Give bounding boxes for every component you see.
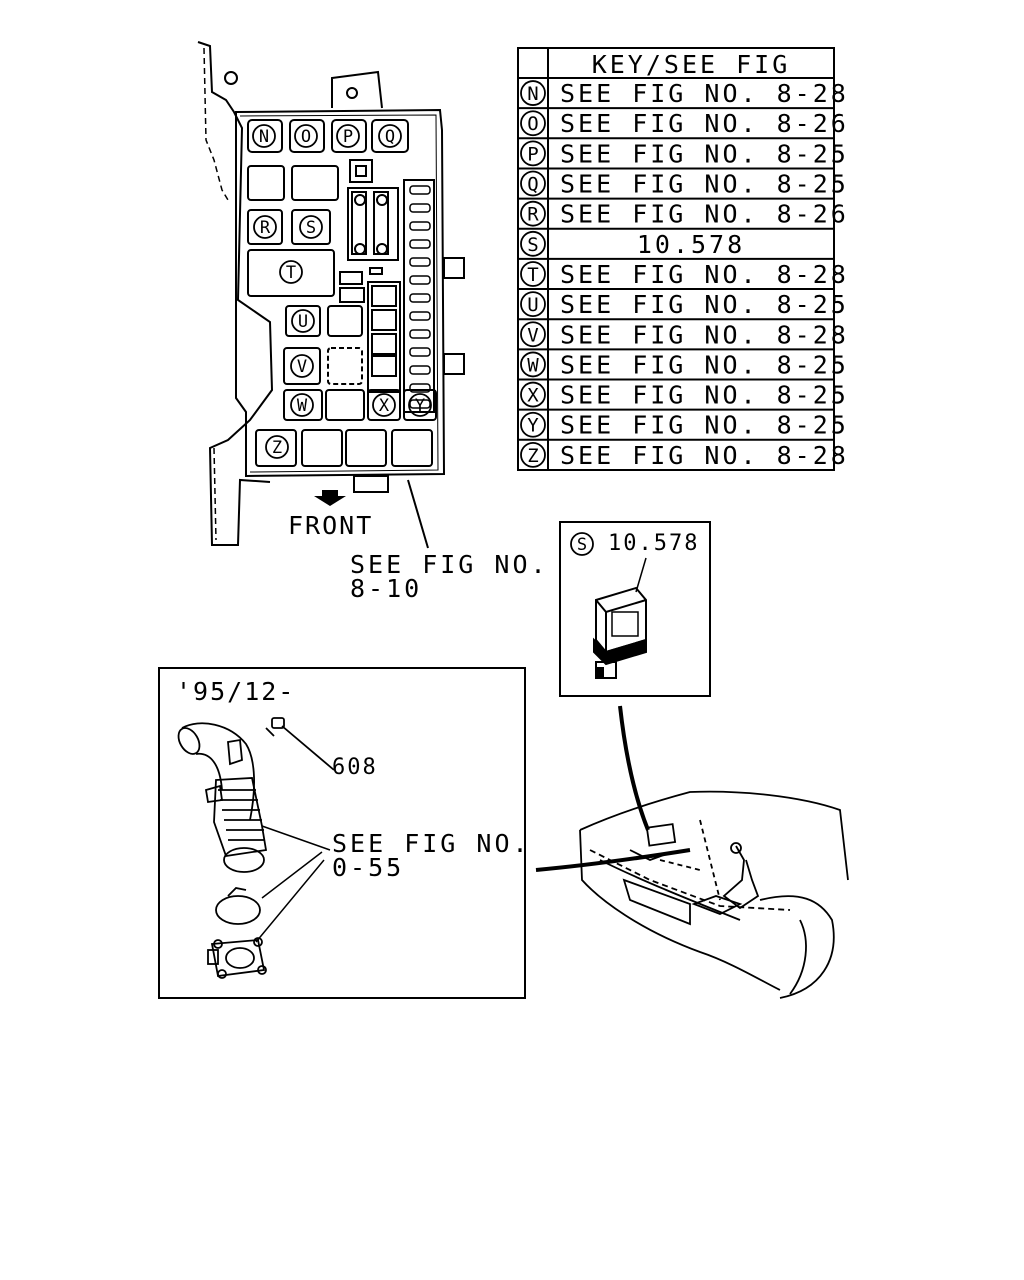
relay-detail: S 10.578 [559, 521, 711, 697]
relay-detail-part-number: 10.578 [608, 531, 699, 556]
key-table-key: V [527, 324, 538, 346]
key-table-key: Y [527, 415, 539, 437]
key-table-ref: SEE FIG NO. 8-25 [560, 411, 849, 440]
key-table-ref: SEE FIG NO. 8-28 [560, 441, 849, 470]
key-n: N [259, 127, 269, 147]
key-table-key-circle [520, 110, 546, 137]
key-table-key: R [527, 204, 539, 226]
relay-detail-key: S [577, 535, 587, 555]
relay-icon [593, 586, 647, 679]
see-fig-0-55-line2: 0-55 [332, 853, 404, 882]
intake-date-range: '95/12- [176, 677, 295, 706]
key-table-header: KEY/SEE FIG [592, 50, 791, 79]
key-table-key-circle [520, 291, 546, 318]
key-u: U [298, 312, 308, 332]
key-table-key: S [527, 234, 538, 256]
key-x: X [379, 396, 390, 416]
key-table-key: X [527, 385, 539, 407]
throttle-body-icon [207, 937, 267, 979]
key-table-key-circle [520, 441, 546, 468]
key-table-key-circle [520, 321, 546, 348]
part-608-label: 608 [332, 755, 378, 780]
key-r: R [260, 218, 271, 238]
air-intake-duct-icon [177, 722, 268, 873]
key-table-key-circle [520, 381, 546, 408]
key-table-ref: SEE FIG NO. 8-26 [560, 109, 849, 138]
key-table-ref: 10.578 [637, 230, 745, 259]
key-table-key-circle [520, 411, 546, 438]
bolt-icon [265, 717, 335, 771]
key-p: P [343, 127, 353, 147]
key-table-ref: SEE FIG NO. 8-28 [560, 79, 849, 108]
see-fig-8-10-line1: SEE FIG NO. [350, 550, 549, 579]
key-v: V [297, 357, 307, 377]
vehicle-engine-bay-icon [535, 705, 849, 999]
key-table-ref: SEE FIG NO. 8-25 [560, 381, 849, 410]
key-table-key: U [527, 294, 538, 316]
hose-clamp-icon [215, 887, 261, 925]
front-arrow-icon [314, 490, 346, 506]
key-table-key-circle [520, 200, 546, 227]
key-y: Y [415, 396, 425, 416]
fuse-box-diagram [197, 41, 465, 549]
key-table-key: Q [527, 174, 538, 196]
key-table-ref: SEE FIG NO. 8-25 [560, 290, 849, 319]
fuse-box-keys: N O P Q R S T U V W X Y Z [252, 124, 432, 459]
key-table-ref: SEE FIG NO. 8-25 [560, 139, 849, 168]
key-table-key-circle [520, 80, 546, 106]
key-z: Z [272, 438, 282, 458]
key-table-ref: SEE FIG NO. 8-28 [560, 260, 849, 289]
key-table-key-circle [520, 351, 546, 378]
key-table-key: N [527, 83, 538, 105]
key-table-key-circle [520, 140, 546, 167]
key-table-key: W [527, 354, 539, 376]
key-table-key-circle [520, 261, 546, 287]
key-table-ref: SEE FIG NO. 8-26 [560, 200, 849, 229]
key-table-key: Z [527, 445, 538, 467]
key-table-key: O [527, 113, 538, 135]
key-t: T [286, 263, 296, 283]
key-q: Q [385, 127, 395, 147]
key-w: W [297, 396, 308, 416]
key-o: O [301, 127, 311, 147]
key-table-key: T [527, 264, 538, 286]
intake-detail: '95/12- 608 SEE FIG N [158, 667, 531, 999]
key-table-ref: SEE FIG NO. 8-28 [560, 320, 849, 349]
key-table-ref: SEE FIG NO. 8-25 [560, 170, 849, 199]
key-table-key-circle [520, 230, 546, 257]
key-table-ref: SEE FIG NO. 8-25 [560, 350, 849, 379]
key-table-key-circle [520, 170, 546, 197]
see-fig-0-55-line1: SEE FIG NO. [332, 829, 531, 858]
see-fig-8-10-line2: 8-10 [350, 574, 422, 603]
front-label: FRONT [288, 511, 373, 540]
key-s: S [306, 218, 316, 238]
key-table-key: P [527, 143, 538, 165]
